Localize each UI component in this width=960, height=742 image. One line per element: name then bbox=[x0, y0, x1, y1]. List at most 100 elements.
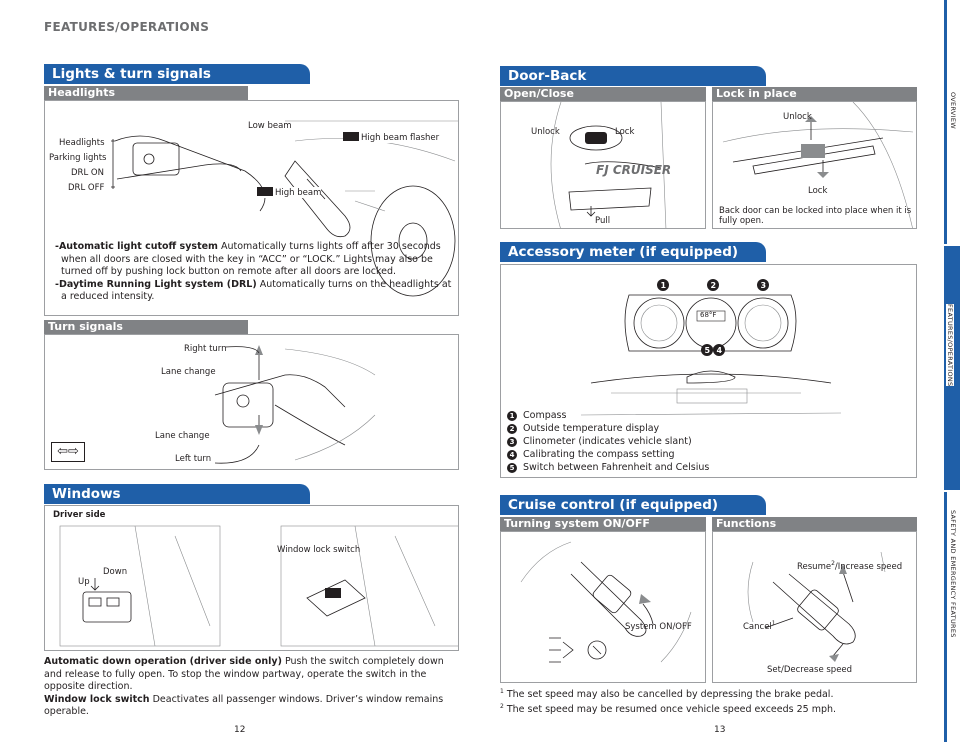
section-lights-title: Lights & turn signals bbox=[44, 64, 310, 84]
open-close-tab: Open/Close bbox=[500, 87, 706, 101]
meter-item-text: Compass bbox=[523, 410, 567, 421]
drl-off-label: DRL OFF bbox=[68, 183, 105, 193]
svg-text:4: 4 bbox=[717, 346, 723, 355]
rail-tab-features[interactable]: FEATURES/OPERATIONS bbox=[944, 246, 960, 490]
page-number-left: 12 bbox=[234, 725, 246, 735]
svg-text:1: 1 bbox=[661, 281, 667, 290]
resume-footnote-ref: 2 bbox=[831, 560, 835, 567]
resume-text: Resume bbox=[797, 561, 832, 572]
meter-item-number: 3 bbox=[507, 437, 517, 447]
set-decrease-label: Set/Decrease speed bbox=[767, 665, 853, 675]
system-onoff-label: System ON/OFF bbox=[625, 622, 692, 632]
lock-in-place-tab: Lock in place bbox=[712, 87, 917, 101]
page-number-right: 13 bbox=[714, 725, 726, 735]
turning-system-panel: System ON/OFF bbox=[500, 531, 706, 683]
footnote-2-text: The set speed may be resumed once vehicl… bbox=[503, 704, 837, 716]
section-door-back-title: Door-Back bbox=[500, 66, 766, 86]
back-door-stay-illustration bbox=[722, 102, 914, 228]
auto-down-heading: Automatic down operation (driver side on… bbox=[44, 656, 282, 667]
high-beam-flasher-text: High beam flasher bbox=[361, 133, 440, 143]
high-beam-text: High beam bbox=[275, 188, 322, 198]
cancel-footnote-ref: 1 bbox=[771, 620, 776, 627]
meter-item-text: Clinometer (indicates vehicle slant) bbox=[523, 436, 692, 447]
window-lock-heading: Window lock switch bbox=[44, 693, 150, 705]
functions-panel: Resume2/Increase speed Cancel1 Set/Decre… bbox=[712, 531, 917, 683]
cruise-footnotes: 1 The set speed may also be cancelled by… bbox=[500, 686, 917, 716]
windows-panel: Driver side Down Up Window lock switch bbox=[44, 505, 459, 651]
turn-signal-indicator-icon: ⇦⇨ bbox=[51, 442, 85, 462]
lock-in-place-unlock-label: Unlock bbox=[783, 112, 812, 122]
auto-light-cutoff-paragraph: -Automatic light cutoff system Automatic… bbox=[55, 241, 455, 279]
lane-change-top-label: Lane change bbox=[161, 367, 216, 377]
auto-down-paragraph: Automatic down operation (driver side on… bbox=[44, 656, 459, 694]
increase-speed-text: /Increase speed bbox=[834, 561, 903, 572]
rail-tab-overview[interactable]: OVERVIEW bbox=[944, 0, 960, 244]
windows-description: Automatic down operation (driver side on… bbox=[44, 656, 459, 719]
lane-change-bottom-label: Lane change bbox=[155, 431, 210, 441]
lock-in-place-lock-label: Lock bbox=[808, 186, 828, 196]
lock-in-place-panel: Unlock Lock Back door can be locked into… bbox=[712, 101, 917, 229]
door-pull-label: Pull bbox=[595, 216, 611, 226]
window-down-label: Down bbox=[103, 567, 128, 577]
high-beam-flasher-label: High beam flasher bbox=[343, 132, 440, 143]
temperature-reading: 68°F bbox=[700, 311, 717, 319]
rail-tab-safety[interactable]: SAFETY AND EMERGENCY FEATURES bbox=[944, 492, 960, 742]
headlights-panel: Headlights Parking lights DRL ON DRL OFF… bbox=[44, 100, 459, 316]
back-door-handle-illustration: FJ CRUISER bbox=[550, 102, 671, 228]
section-accessory-meter-title: Accessory meter (if equipped) bbox=[500, 242, 766, 262]
headlights-tab: Headlights bbox=[44, 86, 248, 100]
section-windows-title: Windows bbox=[44, 484, 310, 504]
footnote-2-marker: 2 bbox=[500, 703, 504, 711]
svg-text:FJ CRUISER: FJ CRUISER bbox=[596, 163, 671, 177]
cancel-label: Cancel1 bbox=[743, 620, 776, 632]
footnote-1-marker: 1 bbox=[500, 688, 504, 695]
rail-safety-label: SAFETY AND EMERGENCY FEATURES bbox=[949, 510, 957, 638]
drl-paragraph: -Daytime Running Light system (DRL) Auto… bbox=[55, 279, 455, 304]
headlights-label: Headlights bbox=[59, 138, 105, 148]
driver-side-label: Driver side bbox=[53, 510, 106, 520]
cruise-functions-illustration bbox=[747, 551, 886, 662]
window-lock-paragraph: Window lock switch Deactivates all passe… bbox=[44, 694, 459, 719]
parking-lights-label: Parking lights bbox=[49, 153, 107, 163]
auto-light-cutoff-text: Automatically turns lights off after 30 … bbox=[61, 241, 441, 277]
meter-item-text: Switch between Fahrenheit and Celsius bbox=[523, 462, 710, 473]
open-close-panel: FJ CRUISER Unlock Lock Pull bbox=[500, 101, 706, 229]
meter-item-text: Outside temperature display bbox=[523, 423, 660, 434]
drl-text: Automatically turns on the headlights at… bbox=[61, 278, 452, 303]
window-switch-illustration bbox=[59, 525, 458, 647]
meter-item-number: 2 bbox=[507, 424, 517, 434]
svg-text:5: 5 bbox=[705, 346, 711, 355]
low-beam-label: Low beam bbox=[248, 121, 292, 131]
turn-signals-panel: Right turn Lane change Lane change Left … bbox=[44, 334, 459, 470]
high-beam-icon bbox=[257, 187, 273, 196]
footnote-2: 2 The set speed may be resumed once vehi… bbox=[500, 701, 917, 716]
cancel-text: Cancel bbox=[743, 621, 772, 632]
section-cruise-control-title: Cruise control (if equipped) bbox=[500, 495, 766, 515]
footnote-1: 1 The set speed may also be cancelled by… bbox=[500, 686, 917, 701]
meter-item-number: 1 bbox=[507, 411, 517, 421]
meter-item-outside-temp: 2 Outside temperature display bbox=[507, 422, 709, 435]
headlight-stalk-illustration bbox=[111, 120, 458, 297]
high-beam-flasher-icon bbox=[343, 132, 359, 141]
window-lock-text: Deactivates all passenger windows. Drive… bbox=[44, 693, 444, 718]
cruise-onoff-illustration bbox=[520, 541, 692, 663]
lock-in-place-description: Back door can be locked into place when … bbox=[719, 206, 912, 226]
turning-system-tab: Turning system ON/OFF bbox=[500, 517, 706, 531]
drl-on-label: DRL ON bbox=[71, 168, 104, 178]
rail-overview-label: OVERVIEW bbox=[949, 92, 957, 130]
resume-increase-label: Resume2/Increase speed bbox=[797, 560, 902, 572]
right-turn-label: Right turn bbox=[184, 344, 227, 354]
functions-tab: Functions bbox=[712, 517, 917, 531]
door-lock-label: Lock bbox=[615, 127, 635, 137]
auto-down-text: Push the switch completely down and rele… bbox=[44, 656, 444, 692]
headlights-description: -Automatic light cutoff system Automatic… bbox=[55, 241, 455, 304]
accessory-meter-illustration: 1 2 3 5 4 bbox=[580, 279, 842, 416]
auto-light-cutoff-heading: -Automatic light cutoff system bbox=[55, 241, 218, 252]
meter-item-number: 4 bbox=[507, 450, 517, 460]
footnote-1-text: The set speed may also be cancelled by d… bbox=[503, 689, 834, 701]
svg-text:2: 2 bbox=[711, 281, 717, 290]
high-beam-label: High beam bbox=[257, 187, 322, 198]
